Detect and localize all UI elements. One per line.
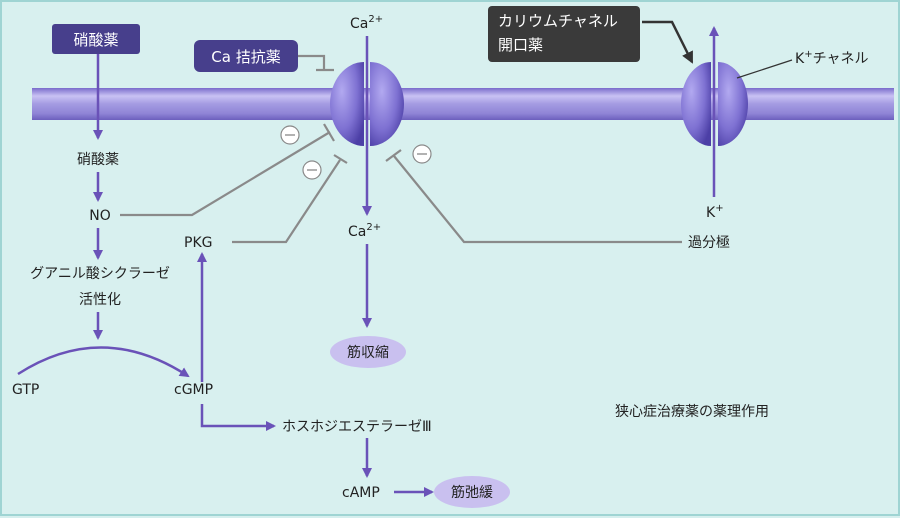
gc-label-line2: 活性化 [79,292,121,308]
no-label: NO [89,208,111,224]
nitrate-box-label: 硝酸薬 [73,31,118,49]
ca-blocker-inhibit-line [298,54,326,70]
cgmp-label: cGMP [174,382,213,398]
camp-label: cAMP [342,485,380,501]
calcium-channel [330,62,404,146]
hyperpolarization-label: 過分極 [688,235,730,251]
relaxation-label: 筋弛緩 [451,484,493,501]
ca-blocker-box-label: Ca 拮抗薬 [211,48,280,66]
gc-label-line1: グアニル酸シクラーゼ [30,266,170,282]
ca-mid-label: Ca2+ [348,222,381,240]
nitrate-label: 硝酸薬 [77,152,119,168]
minus-markers [280,125,432,180]
pde-label: ホスホジエステラーゼⅢ [282,419,432,435]
k-mid-label: K+ [706,203,724,221]
k-channel-label: K+チャネル [795,49,868,67]
arrow-to-pde [200,404,276,431]
k-opener-line2: 開口薬 [498,36,543,54]
relaxation-ellipse [434,476,510,508]
k-opener-line1: カリウムチャネル [498,12,618,30]
ca-blocker-box [194,40,298,72]
potassium-channel [681,62,748,146]
gtp-label: GTP [12,382,39,398]
k-opener-box [488,6,640,62]
cell-membrane [32,88,894,120]
k-opener-arrow [642,20,694,64]
k-channel-pointer [736,59,793,79]
contraction-ellipse [330,336,406,368]
arrow-gtp-to-cgmp [17,346,190,378]
no-inhibit-line [120,131,331,217]
inhibition-lines [120,54,682,244]
ca-top-label: Ca2+ [350,14,383,32]
hyperpolarization-inhibit-line [393,155,682,244]
nitrate-box [52,24,140,54]
pkg-inhibit-line [232,159,341,244]
diagram-title: 狭心症治療薬の薬理作用 [615,403,769,420]
pkg-label: PKG [184,235,212,251]
contraction-label: 筋収縮 [347,344,389,361]
